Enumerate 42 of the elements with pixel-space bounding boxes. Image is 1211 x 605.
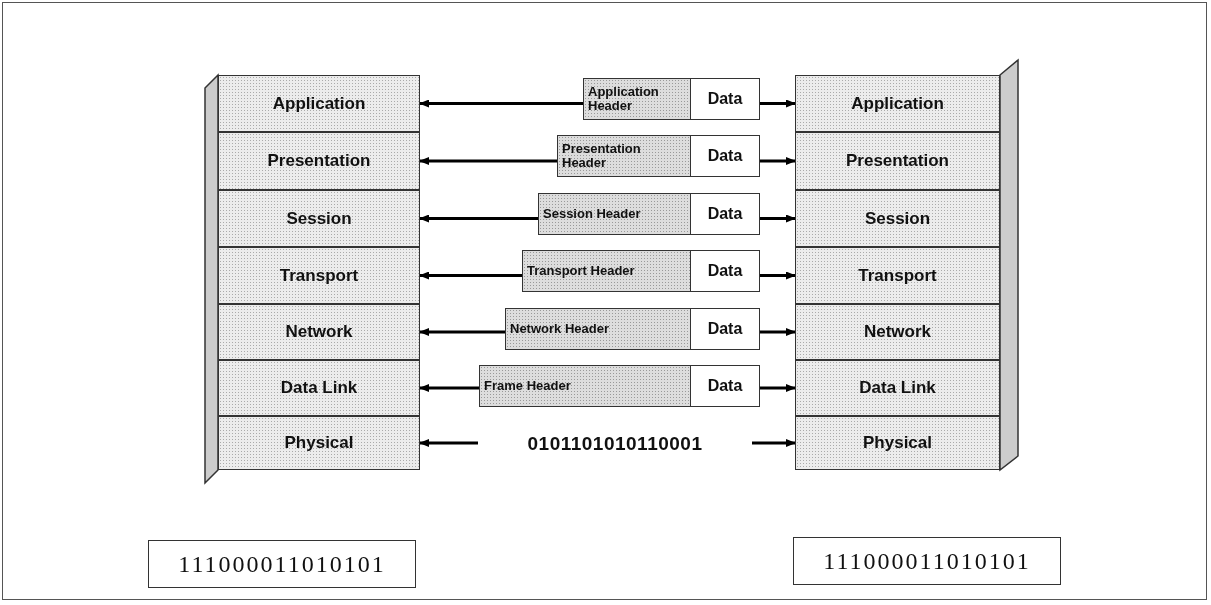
arrow (419, 384, 479, 392)
arrow (419, 328, 505, 336)
layer-box: Session (218, 190, 420, 247)
arrow (760, 157, 796, 165)
arrow (419, 99, 583, 108)
header-text: Application Header (584, 79, 691, 119)
packet-box (479, 365, 760, 407)
arrow (760, 99, 796, 108)
arrow (760, 384, 796, 392)
header-text: Network Header (506, 309, 691, 349)
packet-box (538, 193, 760, 235)
layer-box: Session (795, 190, 1000, 247)
layer-box: Application (218, 75, 420, 132)
arrow (419, 214, 538, 223)
header-text: Session Header (539, 194, 691, 234)
layer-box: Physical (795, 416, 1000, 470)
bit-string-box: 111000011010101 (148, 540, 416, 588)
arrow (419, 157, 557, 165)
layer-box: Network (218, 304, 420, 360)
arrow (419, 439, 478, 447)
layer-box: Physical (218, 416, 420, 470)
layer-box: Network (795, 304, 1000, 360)
layer-box: Data Link (218, 360, 420, 416)
packet-box (505, 308, 760, 350)
layer-box: Presentation (218, 132, 420, 190)
header-text: Presentation Header (558, 136, 691, 176)
bit-string-box: 111000011010101 (793, 537, 1061, 585)
arrow (760, 271, 796, 280)
layer-box: Data Link (795, 360, 1000, 416)
packet-box (557, 135, 760, 177)
layer-box: Presentation (795, 132, 1000, 190)
header-text: Transport Header (523, 251, 691, 291)
arrow (760, 328, 796, 336)
packet-box (583, 78, 760, 120)
header-text: Frame Header (480, 366, 691, 406)
arrow (760, 214, 796, 223)
packet-box (522, 250, 760, 292)
arrow (419, 271, 522, 280)
layer-box: Transport (218, 247, 420, 304)
layer-box: Application (795, 75, 1000, 132)
layer-box: Transport (795, 247, 1000, 304)
arrow (752, 439, 796, 447)
